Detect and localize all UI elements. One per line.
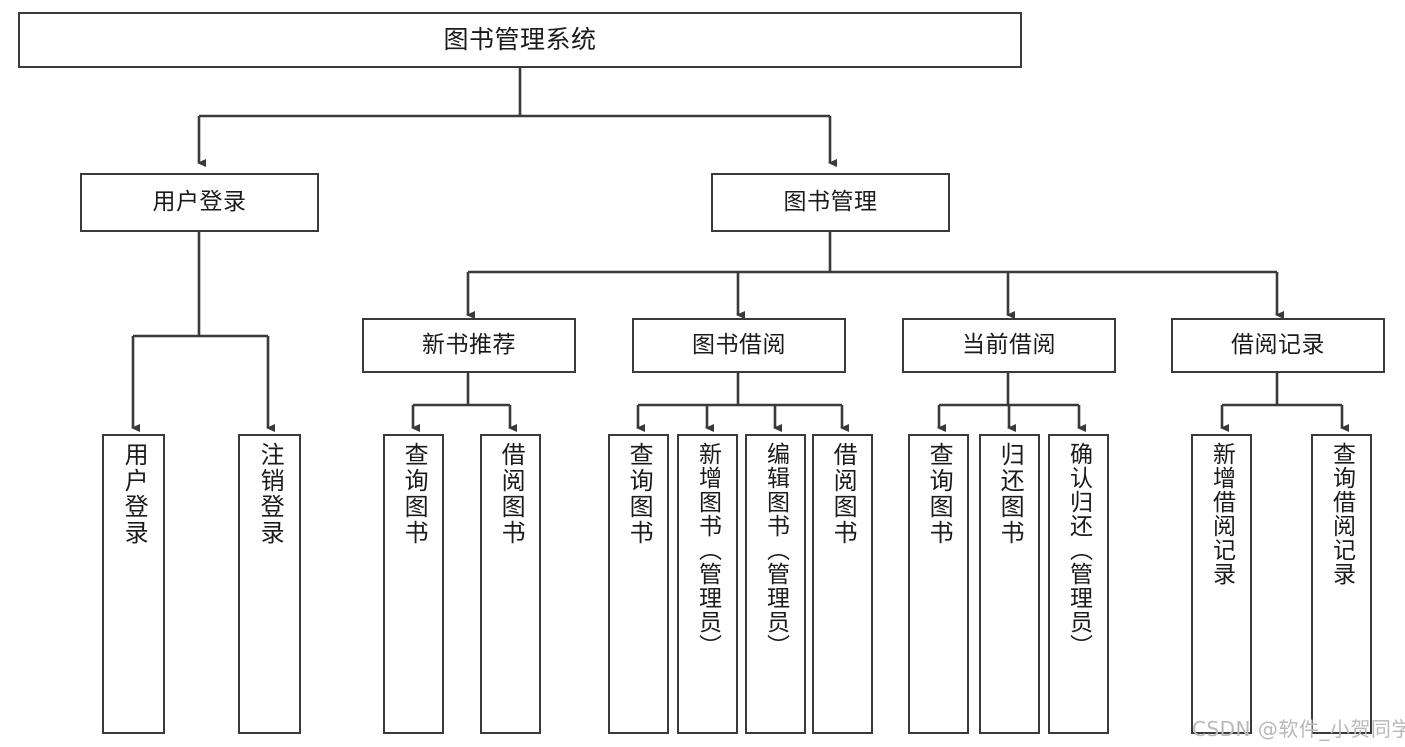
node-current-borrow[interactable]: 当前借阅: [902, 318, 1116, 373]
node-root[interactable]: 图书管理系统: [18, 12, 1022, 68]
leaf-add-record-label: 新增借阅记录: [1208, 442, 1235, 586]
node-new-book-recommend-label: 新书推荐: [422, 331, 516, 358]
leaf-query-book-1[interactable]: 查询图书: [383, 434, 444, 734]
leaf-query-record-label: 查询借阅记录: [1328, 442, 1355, 586]
leaf-query-book-1-label: 查询图书: [400, 442, 429, 546]
leaf-borrow-book-2[interactable]: 借阅图书: [812, 434, 873, 734]
node-book-borrow-label: 图书借阅: [692, 331, 786, 358]
node-root-label: 图书管理系统: [443, 25, 597, 55]
node-borrow-record-label: 借阅记录: [1231, 331, 1325, 358]
leaf-add-book[interactable]: 新增图书（管理员）: [677, 434, 738, 734]
leaf-logout-login-label: 注销登录: [256, 442, 285, 546]
node-borrow-record[interactable]: 借阅记录: [1171, 318, 1385, 373]
leaf-confirm-return[interactable]: 确认归还（管理员）: [1048, 434, 1109, 734]
leaf-borrow-book-1-label: 借阅图书: [497, 442, 526, 546]
leaf-return-book[interactable]: 归还图书: [979, 434, 1040, 734]
leaf-borrow-book-1[interactable]: 借阅图书: [480, 434, 541, 734]
node-user-login-label: 用户登录: [152, 188, 247, 215]
leaf-query-book-2[interactable]: 查询图书: [608, 434, 669, 734]
node-new-book-recommend[interactable]: 新书推荐: [362, 318, 576, 373]
leaf-add-record[interactable]: 新增借阅记录: [1191, 434, 1252, 734]
leaf-edit-book-label: 编辑图书（管理员）: [762, 442, 789, 658]
csdn-watermark: CSDN @软件_小贺同学: [1192, 717, 1405, 741]
node-book-manage[interactable]: 图书管理: [711, 173, 950, 232]
leaf-user-login[interactable]: 用户登录: [102, 434, 165, 734]
node-book-borrow[interactable]: 图书借阅: [632, 318, 846, 373]
leaf-query-book-3-label: 查询图书: [925, 442, 954, 546]
leaf-query-record[interactable]: 查询借阅记录: [1311, 434, 1372, 734]
node-current-borrow-label: 当前借阅: [962, 331, 1056, 358]
leaf-query-book-2-label: 查询图书: [625, 442, 654, 546]
leaf-user-login-label: 用户登录: [120, 442, 149, 546]
leaf-query-book-3[interactable]: 查询图书: [908, 434, 969, 734]
node-book-manage-label: 图书管理: [783, 188, 878, 215]
leaf-confirm-return-label: 确认归还（管理员）: [1065, 442, 1092, 658]
leaf-add-book-label: 新增图书（管理员）: [694, 442, 721, 658]
leaf-borrow-book-2-label: 借阅图书: [829, 442, 858, 546]
leaf-logout-login[interactable]: 注销登录: [238, 434, 301, 734]
leaf-return-book-label: 归还图书: [996, 442, 1025, 546]
leaf-edit-book[interactable]: 编辑图书（管理员）: [745, 434, 806, 734]
node-user-login[interactable]: 用户登录: [80, 173, 319, 232]
